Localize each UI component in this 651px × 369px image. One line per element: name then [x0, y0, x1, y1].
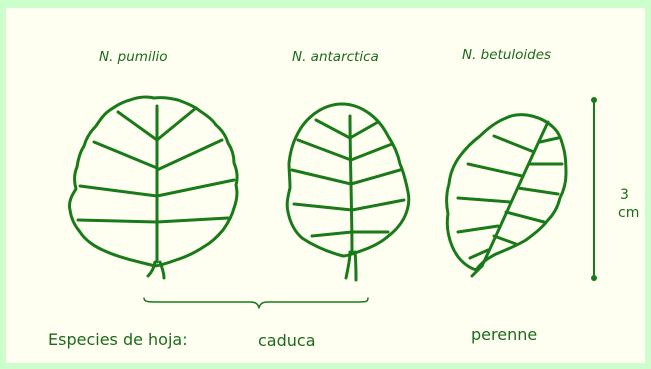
leaf-betuloides-vein-r1	[538, 136, 560, 144]
leaf-antarctica-vein-l1	[314, 118, 352, 140]
scale-label-group: 3 cm	[618, 186, 640, 222]
caption-evergreen: perenne	[471, 325, 538, 344]
leaf-pumilio-vein-r1	[155, 106, 198, 142]
leaf-antarctica-vein-l2	[296, 138, 353, 162]
scale-bar-bottom-dot	[591, 275, 597, 281]
leaf-antarctica-vein-l3	[290, 168, 353, 186]
leaf-betuloides-vein-l4	[456, 224, 500, 234]
leaf-pumilio-vein-l1	[116, 110, 159, 142]
leaf-betuloides-vein-r4	[504, 210, 546, 224]
deciduous-brace	[143, 297, 369, 309]
leaf-betuloides-vein-l5	[468, 248, 490, 260]
leaf-pumilio	[68, 95, 239, 280]
scale-unit: cm	[618, 205, 640, 221]
leaf-pumilio-petiole-2	[158, 260, 166, 280]
leaf-pumilio-vein-l4	[76, 218, 159, 224]
caption-deciduous: caduca	[258, 331, 316, 350]
leaf-antarctica-petiole-2	[353, 250, 358, 282]
species-label-betuloides: N. betuloides	[462, 47, 552, 63]
leaf-pumilio-vein-r2	[155, 138, 224, 172]
leaf-antarctica-vein-l5	[310, 230, 354, 238]
leaf-betuloides-vein-l1	[492, 134, 536, 154]
leaf-antarctica-vein-l4	[292, 202, 354, 212]
leaf-betuloides-vein-r5	[492, 234, 518, 246]
leaf-antarctica-vein-r4	[350, 198, 406, 212]
leaf-betuloides-outline	[445, 113, 568, 272]
leaf-antarctica-petiole	[344, 250, 352, 280]
leaf-pumilio-vein-l2	[92, 140, 159, 170]
scale-bar-top-dot	[591, 97, 597, 103]
leaf-pumilio-petiole	[146, 260, 157, 278]
species-label-pumilio: N. pumilio	[99, 49, 168, 65]
leaf-antarctica-outline	[285, 102, 411, 258]
leaf-antarctica	[285, 102, 411, 282]
leaf-pumilio-vein-l3	[78, 184, 159, 198]
leaf-pumilio-vein-r3	[155, 178, 236, 198]
leaf-antarctica-vein-r3	[349, 168, 402, 186]
leaf-betuloides-petiole	[470, 264, 484, 278]
leaf-betuloides-vein-l2	[466, 162, 524, 178]
leaf-pumilio-outline	[68, 95, 239, 268]
leaf-antarctica-vein-r2	[349, 142, 394, 162]
leaf-betuloides	[445, 113, 568, 278]
leaf-betuloides-vein-r3	[516, 186, 560, 196]
scale-value: 3	[620, 187, 629, 203]
scale-bar	[591, 97, 597, 281]
leaf-antarctica-vein-r1	[348, 120, 380, 140]
leaf-pumilio-vein-r4	[155, 216, 230, 224]
species-label-antarctica: N. antarctica	[292, 49, 379, 65]
leaf-betuloides-vein-l3	[456, 196, 512, 204]
figure-canvas	[6, 8, 645, 363]
caption-prefix: Especies de hoja:	[48, 330, 188, 349]
